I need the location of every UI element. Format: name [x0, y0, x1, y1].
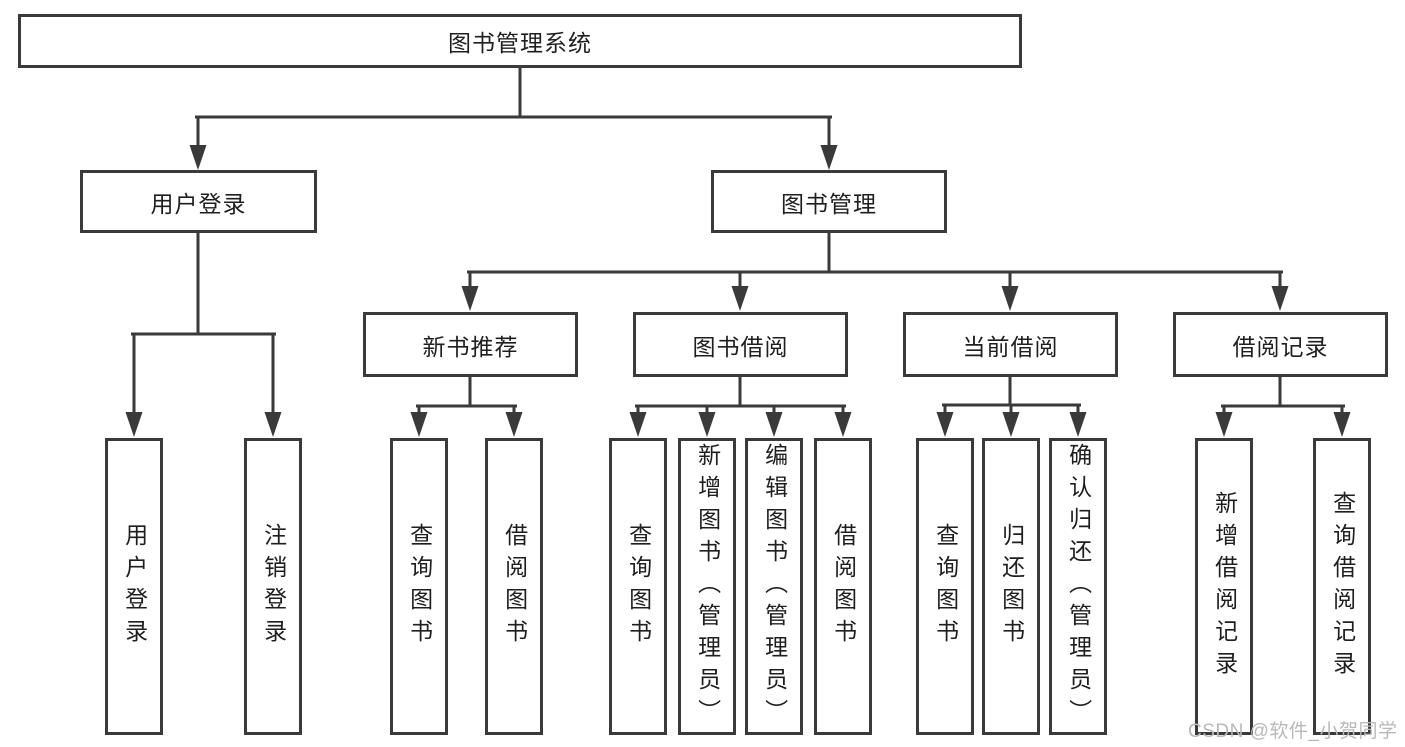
node-label: 查询图书	[625, 522, 652, 651]
node-label: 当前借阅	[962, 333, 1059, 360]
node-borrowing-records: 借阅记录	[1173, 312, 1388, 377]
leaf-borrow-books-recommend: 借阅图书	[485, 438, 543, 735]
node-user-login: 用户登录	[80, 170, 317, 233]
leaf-confirm-return-admin: 确认归还（管理员）	[1049, 438, 1107, 735]
node-new-book-recommend: 新书推荐	[363, 312, 578, 377]
leaf-edit-book-admin: 编辑图书（管理员）	[745, 438, 803, 735]
leaf-borrow-books-borrowing: 借阅图书	[814, 438, 872, 735]
node-label: 查询图书	[932, 522, 959, 651]
node-label: 图书借阅	[692, 333, 789, 360]
node-current-borrowing: 当前借阅	[903, 312, 1118, 377]
csdn-watermark: CSDN @软件_小贺同学	[1188, 721, 1398, 742]
node-library-management-system: 图书管理系统	[18, 14, 1022, 68]
node-label: 用户登录	[150, 190, 247, 217]
node-label: 新增借阅记录	[1211, 490, 1238, 683]
node-label: 用户登录	[121, 522, 148, 651]
node-label: 借阅图书	[501, 522, 528, 651]
node-label: 图书管理系统	[448, 30, 592, 56]
arrowheads	[125, 145, 1351, 437]
node-label: 编辑图书（管理员）	[761, 442, 788, 731]
node-label: 确认归还（管理员）	[1065, 442, 1092, 731]
leaf-query-books-current: 查询图书	[916, 438, 974, 735]
leaf-query-books-recommend: 查询图书	[390, 438, 448, 735]
leaf-query-books-borrowing: 查询图书	[609, 438, 667, 735]
node-label: 图书管理	[781, 190, 877, 217]
node-label: 新书推荐	[422, 333, 519, 360]
node-label: 查询图书	[406, 522, 433, 651]
node-label: 新增图书（管理员）	[694, 442, 721, 731]
leaf-logout-login: 注销登录	[244, 438, 302, 735]
leaf-add-borrow-record: 新增借阅记录	[1195, 438, 1253, 735]
leaf-user-login: 用户登录	[105, 438, 163, 735]
node-book-borrowing: 图书借阅	[633, 312, 848, 377]
node-label: 查询借阅记录	[1329, 490, 1356, 683]
leaf-return-books: 归还图书	[982, 438, 1040, 735]
node-label: 注销登录	[260, 522, 287, 651]
node-label: 借阅记录	[1232, 333, 1329, 360]
node-book-management: 图书管理	[711, 170, 947, 233]
leaf-query-borrow-record: 查询借阅记录	[1313, 438, 1371, 735]
node-label: 借阅图书	[830, 522, 857, 651]
node-label: 归还图书	[998, 522, 1025, 651]
leaf-add-book-admin: 新增图书（管理员）	[678, 438, 736, 735]
